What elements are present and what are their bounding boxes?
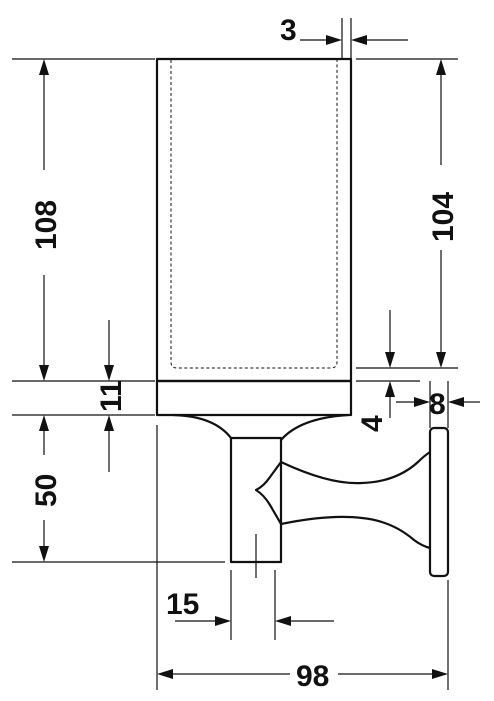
dim-inner-height-label: 104 — [427, 192, 460, 242]
wall-plate — [428, 426, 450, 578]
glass-body — [155, 57, 353, 383]
dim-stem-height-label: 50 — [30, 474, 63, 507]
dim-base-height: 11 — [95, 320, 128, 472]
dim-total-depth: 98 — [157, 660, 448, 693]
dim-plate-thickness: 8 — [396, 388, 480, 421]
holder-funnel — [172, 413, 349, 441]
dim-base-height-label: 11 — [95, 380, 128, 412]
extension-lines — [12, 58, 458, 690]
dim-total-height: 108 — [30, 59, 63, 381]
dim-plate-thickness-label: 8 — [429, 388, 446, 421]
cup-base-ring — [155, 379, 353, 417]
glass-inner-cavity — [170, 60, 338, 369]
holder-arm — [254, 451, 431, 550]
dim-inset-depth-label: 4 — [356, 415, 389, 432]
dim-glass-wall-label: 3 — [280, 14, 297, 47]
dim-glass-wall: 3 — [280, 14, 408, 58]
dim-inner-height: 104 — [427, 59, 460, 368]
dim-stem-height: 50 — [30, 415, 63, 562]
dim-stem-width: 15 — [166, 588, 334, 626]
dim-stem-width-label: 15 — [166, 588, 199, 621]
product-outline — [155, 57, 450, 578]
dim-inset-depth: 4 — [356, 310, 395, 432]
dim-total-height-label: 108 — [30, 200, 63, 250]
dim-total-depth-label: 98 — [296, 660, 329, 693]
